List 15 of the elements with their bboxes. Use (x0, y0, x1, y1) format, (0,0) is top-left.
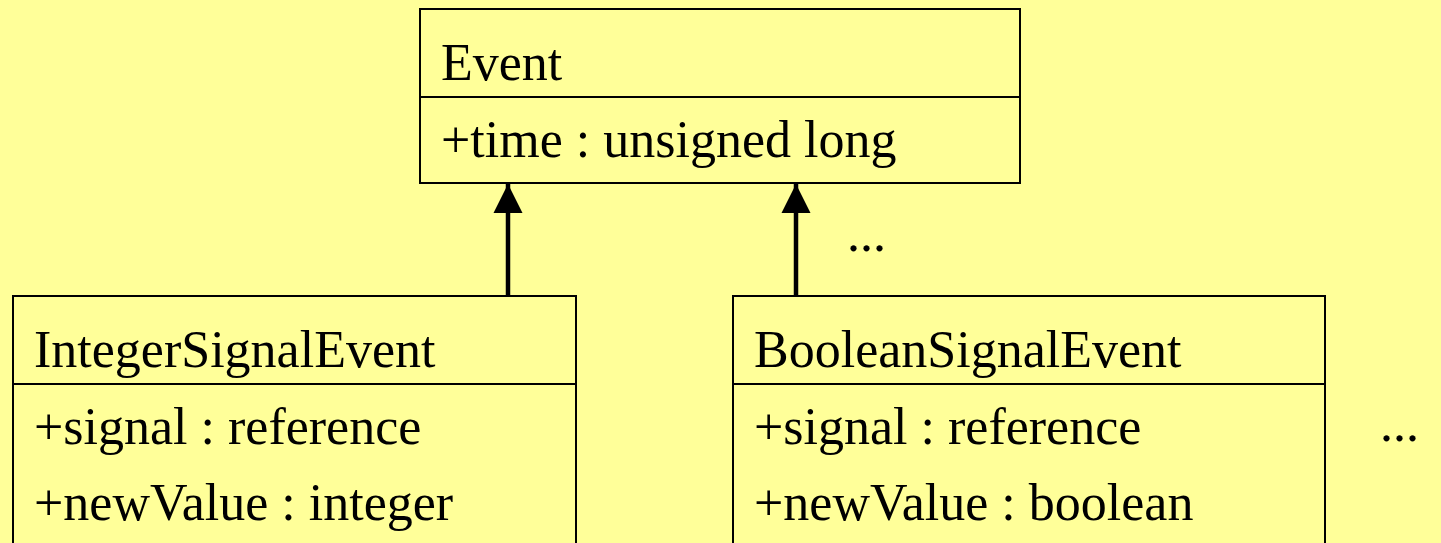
attribute-text: +signal : reference (754, 398, 1142, 456)
inheritance-arrow (493, 184, 523, 295)
class-name: BooleanSignalEvent (754, 321, 1182, 379)
ellipsis-text: ... (1380, 398, 1419, 450)
attribute-text: +newValue : integer (34, 474, 454, 532)
class-name: IntegerSignalEvent (34, 321, 436, 379)
attribute-text: +signal : reference (34, 398, 422, 456)
class-box (732, 295, 1326, 543)
inheritance-arrow (781, 184, 811, 295)
attribute-text: +newValue : boolean (754, 474, 1194, 532)
class-box (419, 8, 1021, 184)
ellipsis-text: ... (847, 208, 886, 260)
attribute-text: +time : unsigned long (441, 111, 897, 169)
class-box (12, 295, 577, 543)
class-name: Event (441, 34, 563, 92)
